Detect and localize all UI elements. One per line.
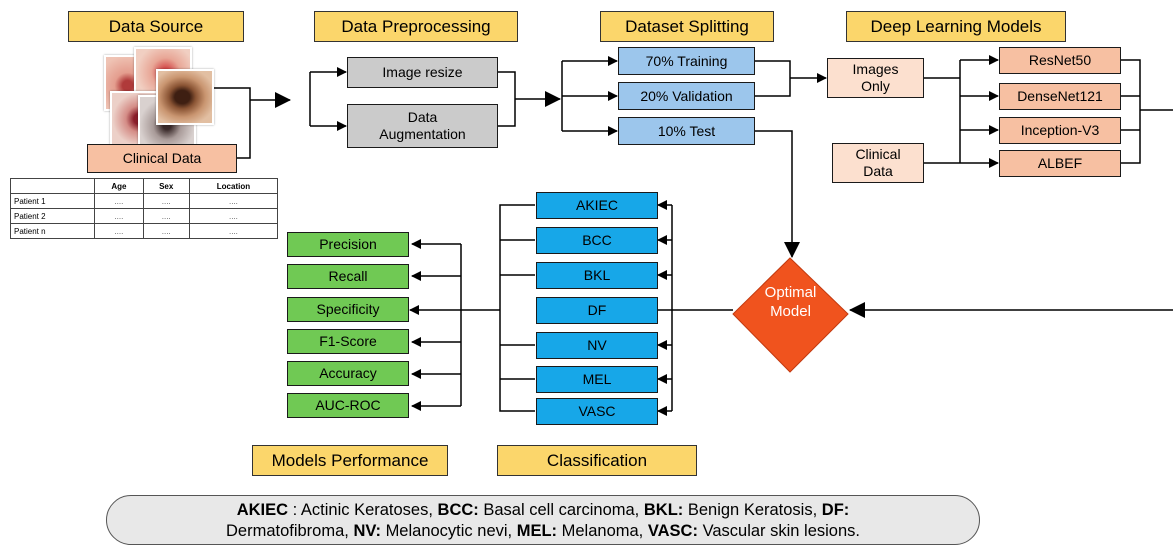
model-albef: ALBEF	[999, 150, 1121, 177]
clinical-data-box: Clinical Data	[87, 144, 237, 173]
table-cell: Patient 2	[9, 208, 96, 224]
legend-desc: Dermatofibroma,	[225, 522, 354, 540]
class-df: DF	[536, 297, 658, 324]
metric-auc-roc: AUC-ROC	[287, 393, 409, 418]
table-cell: Patient n	[9, 223, 96, 239]
model-resnet50: ResNet50	[999, 47, 1121, 74]
class-akiec: AKIEC	[536, 192, 658, 219]
legend-abbr: DF:	[821, 501, 850, 519]
class-bcc: BCC	[536, 227, 658, 254]
table-cell: ....	[188, 223, 279, 239]
class-nv: NV	[536, 332, 658, 359]
legend-abbr: MEL:	[516, 522, 558, 540]
images-only-box: Images Only	[827, 58, 924, 98]
legend-abbr: NV:	[353, 522, 381, 540]
title-deep-learning-models: Deep Learning Models	[846, 11, 1066, 42]
metric-f1-score: F1-Score	[287, 329, 409, 354]
title-data-preprocessing: Data Preprocessing	[314, 11, 518, 42]
optimal-model-label: Optimal Model	[764, 284, 817, 320]
table-header-cell: Age	[94, 178, 144, 194]
legend-desc: Vascular skin lesions.	[702, 522, 860, 540]
title-data-source: Data Source	[68, 11, 244, 42]
model-densenet121: DenseNet121	[999, 83, 1121, 110]
table-header-cell: Sex	[142, 178, 190, 194]
legend-abbr: AKIEC	[236, 501, 289, 519]
image-resize-box: Image resize	[347, 57, 498, 88]
patient-table: Age Sex Location Patient 1 .... .... ...…	[9, 178, 279, 239]
table-row: Patient 2 .... .... ....	[9, 208, 279, 224]
legend-abbr: BCC:	[437, 501, 479, 519]
data-augmentation-box: Data Augmentation	[347, 104, 498, 148]
metric-specificity: Specificity	[287, 297, 409, 322]
metric-recall: Recall	[287, 264, 409, 289]
skin-photo	[156, 69, 214, 125]
metric-accuracy: Accuracy	[287, 361, 409, 386]
table-header-cell	[9, 178, 96, 194]
title-dataset-splitting: Dataset Splitting	[600, 11, 774, 42]
class-vasc: VASC	[536, 398, 658, 425]
legend-sep: :	[288, 501, 301, 519]
table-cell: ....	[94, 223, 144, 239]
table-cell: ....	[94, 193, 144, 209]
metric-precision: Precision	[287, 232, 409, 257]
legend-desc: Melanoma,	[561, 522, 648, 540]
legend-desc: Benign Keratosis,	[687, 501, 822, 519]
validation-split-box: 20% Validation	[618, 82, 755, 110]
legend-desc: Actinic Keratoses,	[300, 501, 438, 519]
table-cell: Patient 1	[9, 193, 96, 209]
table-cell: ....	[188, 193, 279, 209]
legend-abbr: VASC:	[647, 522, 698, 540]
title-models-performance: Models Performance	[252, 445, 448, 476]
table-cell: ....	[142, 208, 190, 224]
table-header-cell: Location	[188, 178, 279, 194]
table-cell: ....	[142, 193, 190, 209]
skin-lesion-images	[104, 47, 214, 151]
table-cell: ....	[142, 223, 190, 239]
legend-desc: Melanocytic nevi,	[385, 522, 517, 540]
table-row: Patient 1 .... .... ....	[9, 193, 279, 209]
class-bkl: BKL	[536, 262, 658, 289]
table-cell: ....	[188, 208, 279, 224]
legend-abbr: BKL:	[643, 501, 684, 519]
test-split-box: 10% Test	[618, 117, 755, 145]
title-classification: Classification	[497, 445, 697, 476]
training-split-box: 70% Training	[618, 47, 755, 75]
abbreviation-legend: AKIEC : Actinic Keratoses, BCC: Basal ce…	[106, 495, 980, 545]
clinical-input-box: Clinical Data	[832, 143, 924, 183]
table-header-row: Age Sex Location	[9, 178, 279, 194]
class-mel: MEL	[536, 366, 658, 393]
table-row: Patient n .... .... ....	[9, 223, 279, 239]
table-cell: ....	[94, 208, 144, 224]
legend-desc: Basal cell carcinoma,	[483, 501, 644, 519]
model-inception-v3: Inception-V3	[999, 117, 1121, 144]
